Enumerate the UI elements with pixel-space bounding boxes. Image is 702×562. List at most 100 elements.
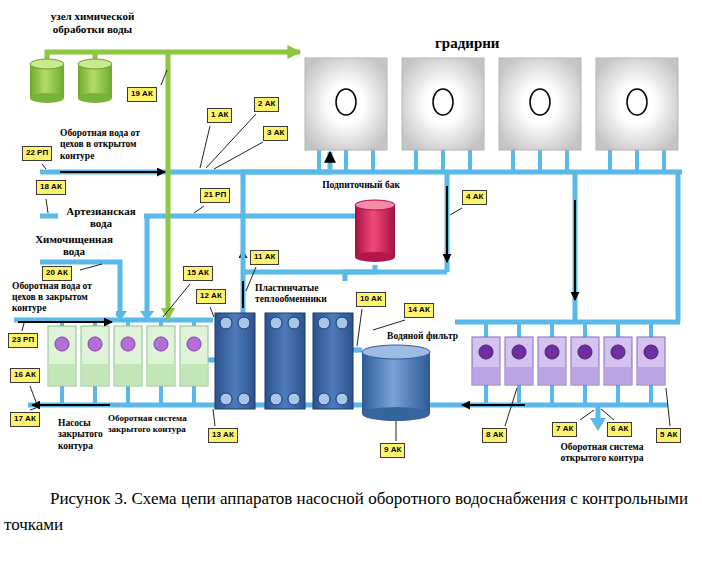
tower-fan (336, 89, 356, 115)
filter-body (362, 345, 430, 359)
flow-label: Оборотная система закрытого контура (108, 413, 208, 435)
callout-number: 6 АК (607, 422, 632, 437)
exchanger-port (270, 393, 282, 405)
pump-body (473, 367, 500, 385)
flow-arrow-head (161, 308, 175, 321)
callout-number: 12 АК (196, 289, 226, 304)
flow-label: Оборотная система открытого контура (552, 442, 652, 465)
pump-motor (512, 345, 526, 359)
pump-body (180, 326, 208, 386)
filter-body (362, 352, 430, 414)
pump-motor (479, 345, 493, 359)
node-heading: узел химической обработки воды (30, 10, 155, 36)
pump-motor (644, 345, 658, 359)
callout-number: 19 АК (127, 87, 157, 102)
flow-arrow (574, 200, 576, 300)
outlet-arrow-head (590, 418, 606, 431)
pump-body (572, 367, 599, 385)
callout-number: 10 АК (356, 292, 386, 307)
callout-number: 21 РП (200, 188, 230, 203)
heat-exchanger (215, 313, 255, 409)
cooling-towers: градирни (300, 30, 686, 152)
treatment-cylinder (30, 59, 64, 69)
pump-body (49, 364, 76, 386)
tank-body (355, 205, 395, 257)
callout-number: 9 АК (380, 443, 405, 458)
tower-fan (433, 89, 453, 115)
exchanger-port (318, 393, 330, 405)
heat-exchanger (313, 313, 353, 409)
flow-arrow (18, 321, 112, 323)
pump-body (506, 367, 533, 385)
flow-arrow (462, 404, 525, 406)
callout-number: 4 АК (462, 190, 487, 205)
callout-number: 16 АК (10, 368, 40, 383)
callout-number: 8 АК (482, 428, 507, 443)
tower-fan (530, 89, 550, 115)
flow-arrow (32, 404, 110, 406)
pipe-connector (210, 358, 213, 363)
exchanger-port (318, 317, 330, 329)
pump-body (181, 364, 208, 386)
flow-arrow (446, 186, 448, 262)
pump-motor (187, 337, 201, 351)
pump-body (115, 364, 142, 386)
exchanger-port (238, 317, 250, 329)
pump-body (472, 337, 500, 385)
exchanger-port (238, 393, 250, 405)
pump-body (604, 337, 632, 385)
cooling-tower (402, 58, 484, 150)
callout-number: 1 АК (207, 108, 232, 123)
node-heading: Подпиточный бак (316, 180, 406, 191)
callout-number: 11 АК (250, 250, 279, 265)
flow-label: Оборотная вода от цехов в открытом конту… (60, 128, 160, 162)
callout-number: 14 АК (404, 303, 434, 318)
callout-number: 7 АК (552, 422, 577, 437)
pipe-connector (355, 348, 358, 353)
pump-body (82, 364, 109, 386)
callout-number: 5 АК (656, 428, 681, 443)
callout-number: 22 РП (22, 146, 52, 161)
cooling-tower (596, 58, 678, 150)
exchanger-port (270, 317, 282, 329)
tank-body (355, 252, 395, 262)
flow-arrow-head (113, 311, 154, 321)
callout-number: 17 АК (10, 412, 40, 427)
treatment-cylinder (30, 93, 64, 103)
exchanger-port (288, 393, 300, 405)
pump-motor (55, 337, 69, 351)
heat-exchanger (265, 313, 305, 409)
exchanger-port (336, 317, 348, 329)
node-heading: Водяной фильтр (358, 331, 458, 342)
treatment-cylinder (78, 59, 112, 69)
callout-number: 20 АК (42, 266, 72, 281)
callout-number: 23 РП (8, 333, 38, 348)
flow-label: Оборотная вода от цехов в закрытом конту… (12, 281, 116, 314)
filter-body (362, 407, 430, 421)
exchanger-port (220, 317, 232, 329)
pipe-connector (345, 265, 375, 281)
callout-number: 2 АК (254, 97, 279, 112)
pipe-connector (243, 152, 330, 281)
pump-motor (88, 337, 102, 351)
node-heading: Пластинчатые теплообменники (255, 283, 339, 306)
exchanger-port (220, 393, 232, 405)
pump-body (571, 337, 599, 385)
flow-label: Химочищенная вода (30, 233, 118, 257)
callout-number: 13 АК (208, 428, 238, 443)
pump-motor (578, 345, 592, 359)
pump-body (147, 326, 175, 386)
pump-body (505, 337, 533, 385)
pump-stub (62, 320, 651, 405)
pump-body (114, 326, 142, 386)
exchanger-port (288, 317, 300, 329)
pump-body (148, 364, 175, 386)
pump-motor (154, 337, 168, 351)
exchanger-port (336, 393, 348, 405)
tower-stub (319, 150, 664, 172)
cooling-tower (305, 58, 387, 150)
makeup-tank: Подпиточный бак (316, 180, 406, 265)
tank-body (355, 200, 395, 210)
pump-group: Насосы закрытого контура (36, 322, 210, 454)
